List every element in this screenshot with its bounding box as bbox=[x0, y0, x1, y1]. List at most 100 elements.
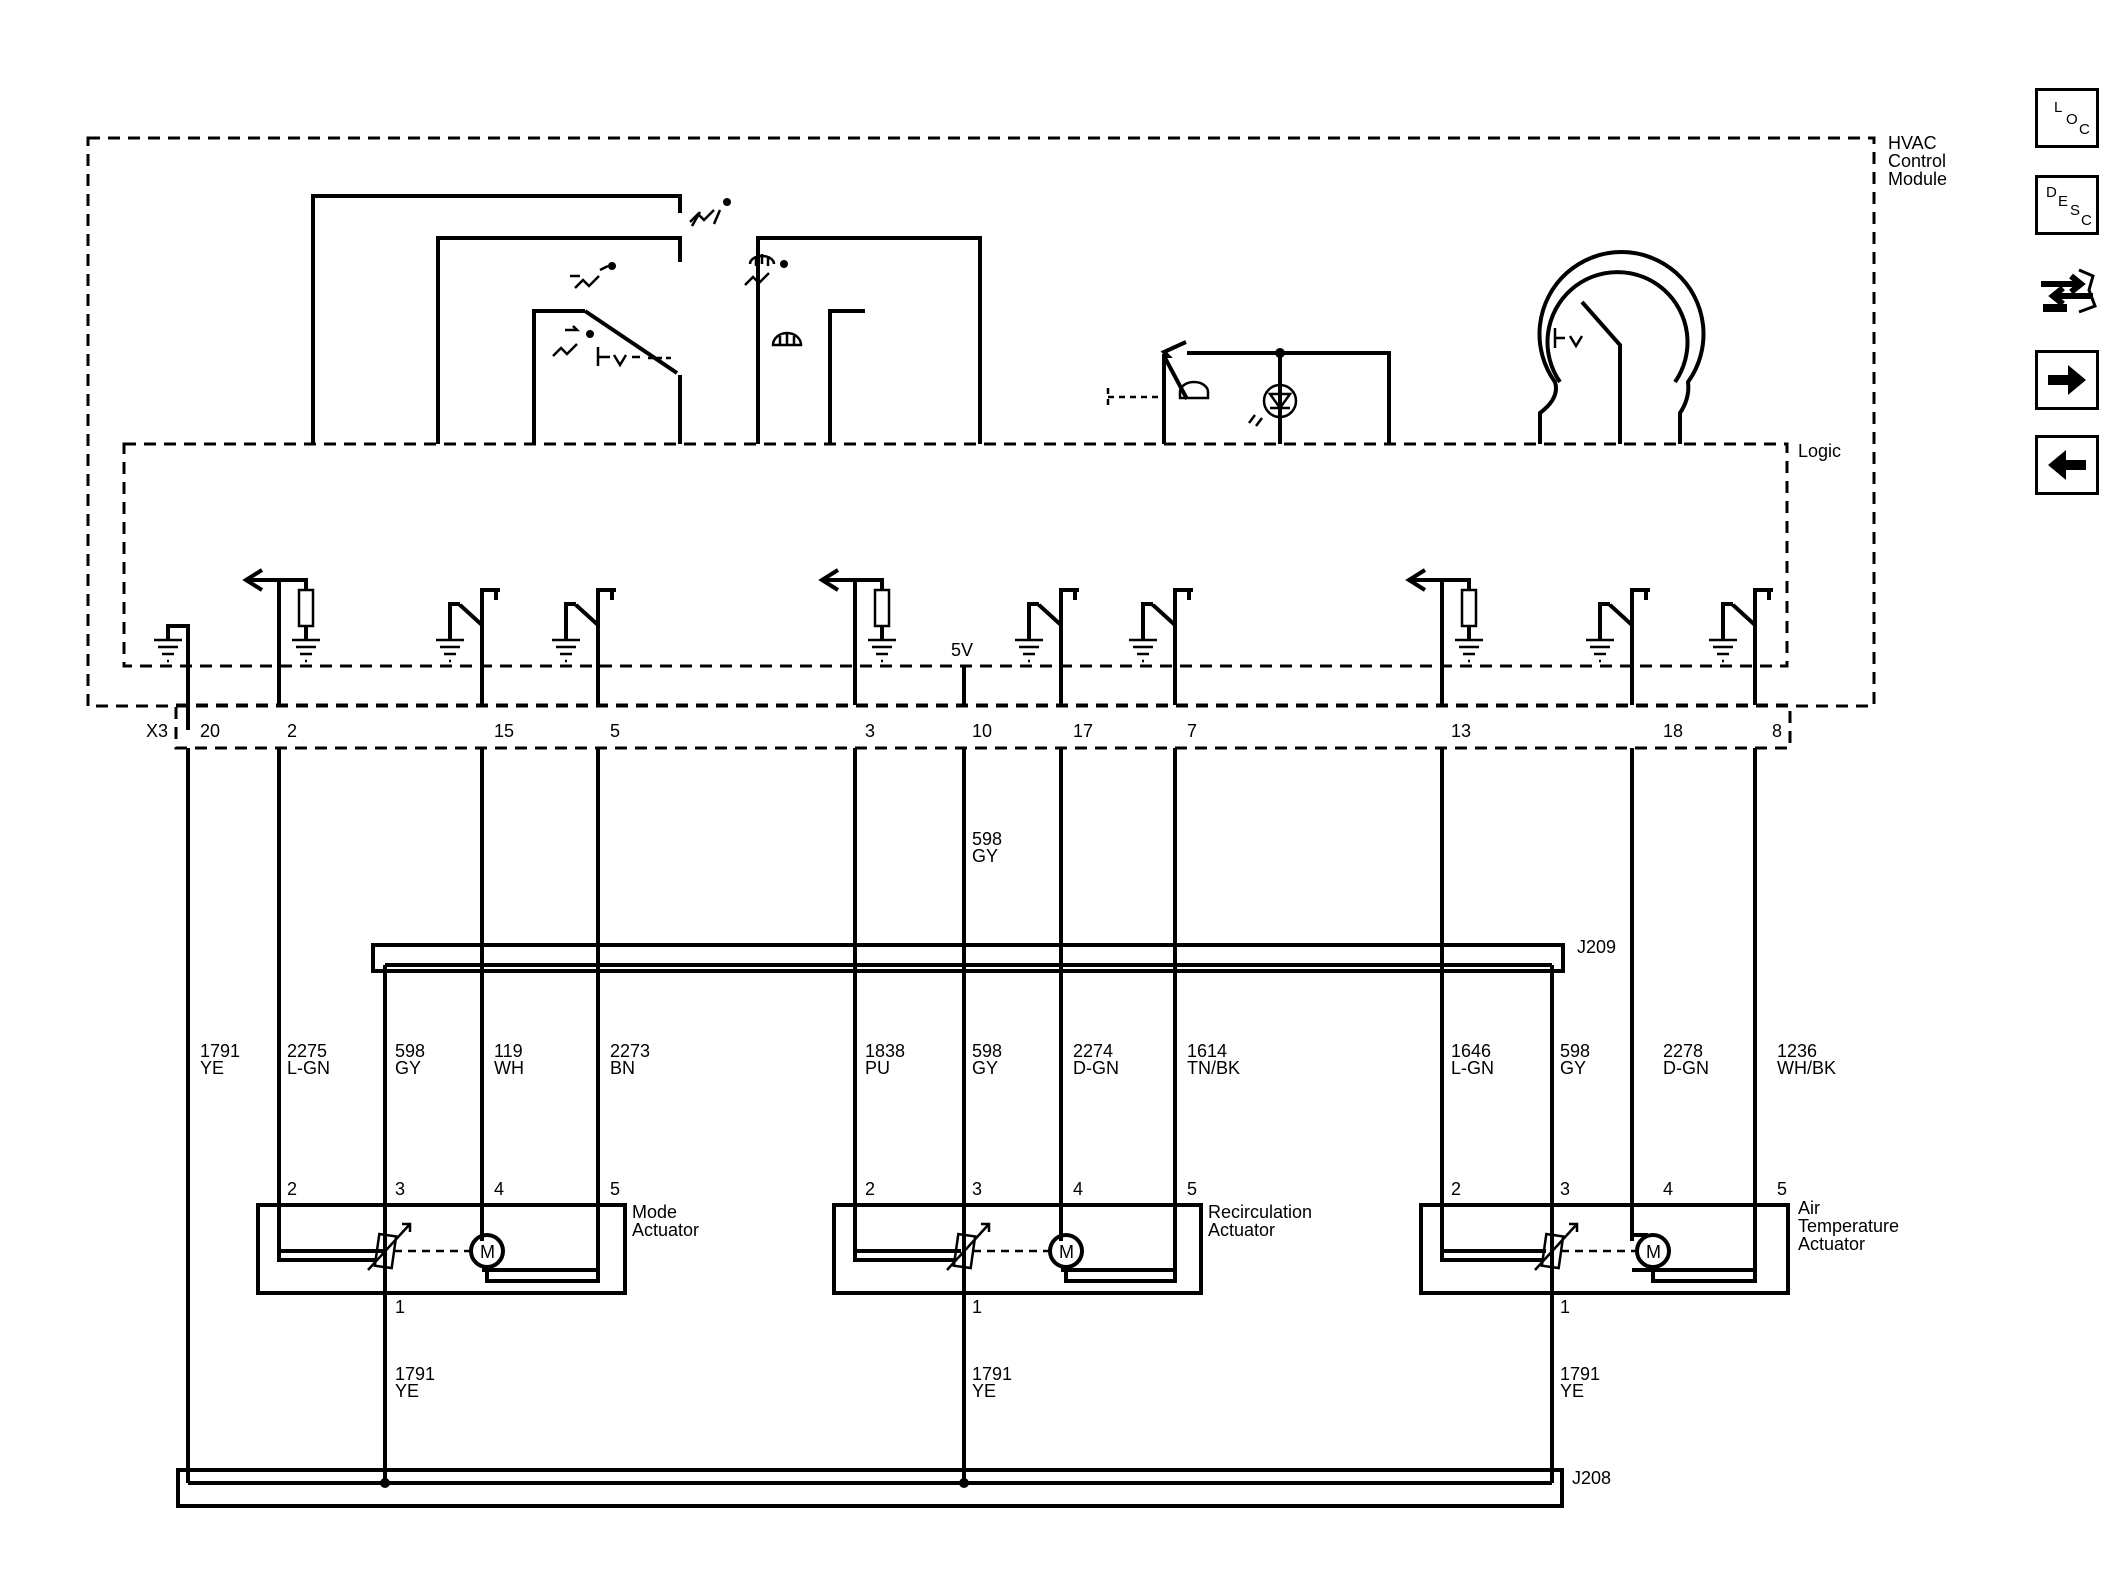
pin-label: 3 bbox=[865, 721, 875, 741]
wire-circuit-number: 598 bbox=[395, 1041, 425, 1061]
defrost-icon bbox=[771, 331, 803, 347]
connector-x3-label: X3 bbox=[146, 721, 168, 741]
wire-circuit-number: 1236 bbox=[1777, 1041, 1817, 1061]
next-arrow-icon bbox=[2048, 365, 2086, 395]
wire-circuit-number: 598 bbox=[1560, 1041, 1590, 1061]
actuator-pin: 4 bbox=[494, 1179, 504, 1199]
wire-circuit-number: 2273 bbox=[610, 1041, 650, 1061]
wire-circuit-number: 598 bbox=[972, 829, 1002, 849]
actuator-name: Temperature bbox=[1798, 1216, 1899, 1236]
mode-vent-icon bbox=[689, 198, 731, 227]
desc-letter: S bbox=[2070, 202, 2081, 219]
floor-icon bbox=[552, 325, 594, 357]
motor-label: M bbox=[480, 1242, 495, 1262]
wire-color: YE bbox=[200, 1058, 224, 1078]
pin-label: 17 bbox=[1073, 721, 1093, 741]
wire-color: GY bbox=[972, 1058, 998, 1078]
wire-circuit-number: 2278 bbox=[1663, 1041, 1703, 1061]
recirculation-actuator bbox=[832, 1203, 1203, 1295]
wire-color: GY bbox=[1560, 1058, 1586, 1078]
logic-block-outline bbox=[122, 442, 1789, 668]
wire-circuit-number: 2275 bbox=[287, 1041, 327, 1061]
wire-circuit-number: 598 bbox=[972, 1041, 1002, 1061]
supply-5v-label: 5V bbox=[951, 640, 973, 660]
actuator-pin: 1 bbox=[1560, 1297, 1570, 1317]
wire-circuit-number: 1646 bbox=[1451, 1041, 1491, 1061]
motor-label: M bbox=[1059, 1242, 1074, 1262]
loc-letter: L bbox=[2054, 99, 2063, 116]
module-title-line2: Control bbox=[1888, 151, 1946, 171]
pin-label: 7 bbox=[1187, 721, 1197, 741]
pin-label: 20 bbox=[200, 721, 220, 741]
previous-page-button[interactable] bbox=[2035, 435, 2099, 495]
recirculation-switch bbox=[1106, 340, 1391, 444]
wire-color: TN/BK bbox=[1187, 1058, 1240, 1078]
actuator-pin: 4 bbox=[1073, 1179, 1083, 1199]
wire-color: D-GN bbox=[1073, 1058, 1119, 1078]
pin-label: 10 bbox=[972, 721, 992, 741]
x3-pin-labels: 20 2 15 5 3 10 17 7 13 18 8 bbox=[200, 721, 1782, 741]
actuator-name: Actuator bbox=[632, 1220, 699, 1240]
actuator-pin: 5 bbox=[1187, 1179, 1197, 1199]
pin-label: 15 bbox=[494, 721, 514, 741]
desc-letter: E bbox=[2058, 193, 2069, 210]
wire-color: D-GN bbox=[1663, 1058, 1709, 1078]
loc-letter: C bbox=[2079, 121, 2090, 138]
actuator-name: Air bbox=[1798, 1198, 1820, 1218]
splice-j208 bbox=[176, 1468, 1564, 1508]
defog-icon bbox=[744, 254, 788, 286]
wire-color: WH/BK bbox=[1777, 1058, 1836, 1078]
wire-color: PU bbox=[865, 1058, 890, 1078]
wire-color: L-GN bbox=[1451, 1058, 1494, 1078]
desc-letter: D bbox=[2046, 184, 2057, 201]
wire-circuit-number: 1791 bbox=[1560, 1364, 1600, 1384]
logic-label: Logic bbox=[1798, 441, 1841, 461]
loc-letter: O bbox=[2066, 111, 2078, 128]
pin-label: 5 bbox=[610, 721, 620, 741]
wire-color: WH bbox=[494, 1058, 524, 1078]
previous-arrow-icon bbox=[2048, 450, 2086, 480]
description-button[interactable]: D E S C bbox=[2035, 175, 2099, 235]
pin-label: 18 bbox=[1663, 721, 1683, 741]
module-title-line3: Module bbox=[1888, 169, 1947, 189]
wire-color: L-GN bbox=[287, 1058, 330, 1078]
air-temperature-actuator bbox=[1419, 1203, 1790, 1295]
wire-circuit-number: 119 bbox=[494, 1041, 523, 1061]
actuator-name: Actuator bbox=[1208, 1220, 1275, 1240]
connector-view-button[interactable] bbox=[2035, 262, 2099, 322]
actuator-pin: 2 bbox=[1451, 1179, 1461, 1199]
wire-labels: 1791 YE 2275 L-GN 598 GY 119 WH 2273 BN … bbox=[200, 1041, 1836, 1078]
wire-circuit-number: 1791 bbox=[972, 1364, 1012, 1384]
pin-label: 13 bbox=[1451, 721, 1471, 741]
desc-letter: C bbox=[2081, 212, 2092, 229]
splice-j208-label: J208 bbox=[1572, 1468, 1611, 1488]
wire-color: YE bbox=[395, 1381, 419, 1401]
wire-color: GY bbox=[395, 1058, 421, 1078]
pin-label: 8 bbox=[1772, 721, 1782, 741]
module-title-line1: HVAC bbox=[1888, 133, 1937, 153]
connector-view-icon bbox=[2041, 268, 2097, 314]
actuator-pin: 1 bbox=[972, 1297, 982, 1317]
wire-color: BN bbox=[610, 1058, 635, 1078]
actuator-pin: 4 bbox=[1663, 1179, 1673, 1199]
location-button[interactable]: L O C bbox=[2035, 88, 2099, 148]
motor-label: M bbox=[1646, 1242, 1661, 1262]
wire-color: GY bbox=[972, 846, 998, 866]
wire-circuit-number: 1614 bbox=[1187, 1041, 1227, 1061]
wire-circuit-number: 1791 bbox=[200, 1041, 240, 1061]
splice-j209 bbox=[371, 943, 1565, 973]
splice-j209-label: J209 bbox=[1577, 937, 1616, 957]
next-page-button[interactable] bbox=[2035, 350, 2099, 410]
actuator-pin: 5 bbox=[1777, 1179, 1787, 1199]
pin-label: 2 bbox=[287, 721, 297, 741]
wire-circuit-number: 2274 bbox=[1073, 1041, 1113, 1061]
actuator-pin: 2 bbox=[287, 1179, 297, 1199]
actuator-pin: 3 bbox=[1560, 1179, 1570, 1199]
wire-color: YE bbox=[1560, 1381, 1584, 1401]
actuator-pin: 5 bbox=[610, 1179, 620, 1199]
wire-circuit-number: 1791 bbox=[395, 1364, 435, 1384]
internal-circuits bbox=[154, 568, 1773, 730]
actuator-pin: 1 bbox=[395, 1297, 405, 1317]
connector-x3 bbox=[174, 703, 1792, 750]
